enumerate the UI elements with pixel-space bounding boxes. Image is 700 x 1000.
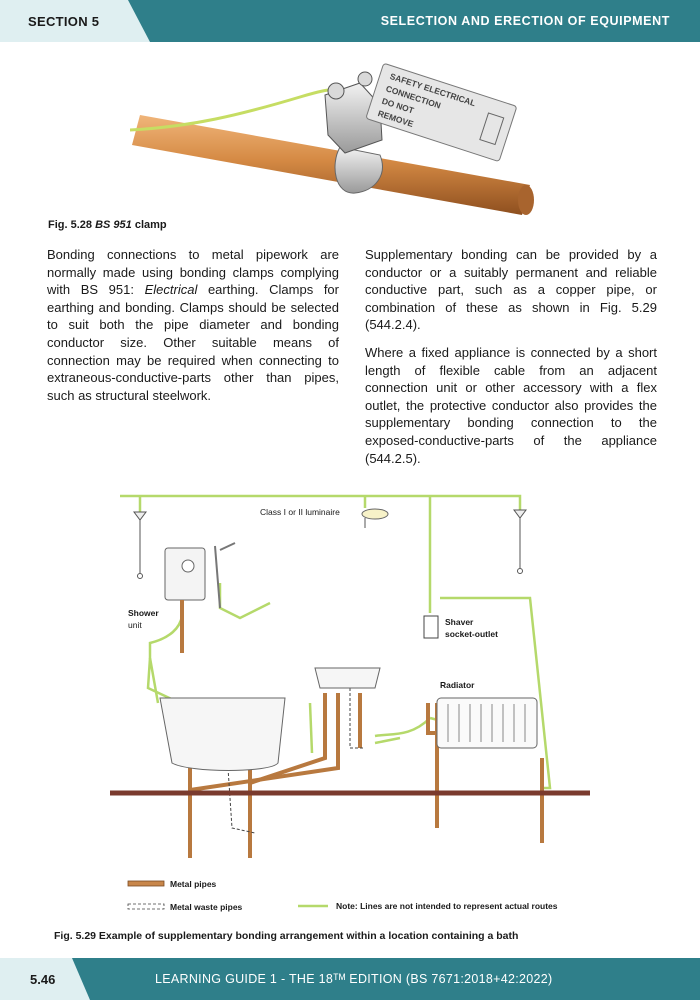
luminaire-icon [361,508,389,520]
left-text-column: Bonding connections to metal pipework ar… [47,246,339,414]
pull-switch [133,511,147,521]
legend-metal-pipe-swatch [127,880,165,887]
radiator-icon [436,697,538,749]
label-shower-unit: unit [128,620,142,630]
label-shaver: Shaver [445,617,474,627]
bath-icon [159,697,286,771]
label-shower: Shower [128,608,159,618]
earth-wire [130,87,341,132]
legend-waste-pipes: Metal waste pipes [170,902,243,912]
pull-switch [513,509,527,519]
label-shaver-socket: socket-outlet [445,629,498,639]
copper-pipe [132,115,530,215]
section-label: SECTION 5 [0,0,150,42]
clamp-band [334,146,383,194]
safety-label-tag: SAFETY ELECTRICAL CONNECTION DO NOT REMO… [366,63,517,162]
clamp-screw [357,71,373,87]
bs951-clamp-illustration: SAFETY ELECTRICAL CONNECTION DO NOT REMO… [130,63,534,215]
footer-bar [0,958,700,1000]
basin-icon [314,667,381,689]
paragraph: Where a fixed appliance is connected by … [365,344,657,466]
label-radiator: Radiator [440,680,475,690]
shower-unit-icon [164,547,206,601]
footer-title: LEARNING GUIDE 1 - THE 18ᵀᴹ EDITION (BS … [155,972,553,986]
legend-waste-pipe-swatch [127,903,165,910]
paragraph: Bonding connections to metal pipework ar… [47,247,339,403]
bathroom-bonding-diagram: Class I or II luminaire Shower unit Shav… [110,494,590,912]
pull-cords [137,510,523,579]
shaver-socket-icon [423,615,439,639]
paragraph: Supplementary bonding can be provided by… [365,247,657,333]
page-number: 5.46 [0,958,90,1000]
metal-waste-pipes [227,683,365,834]
label-luminaire: Class I or II luminaire [260,507,340,517]
clamp-screw [327,82,345,100]
pipe-end [518,185,534,215]
figure-5-29-caption: Fig. 5.29 Example of supplementary bondi… [54,930,519,942]
figure-5-28-caption: Fig. 5.28 BS 951 clamp [48,219,167,231]
legend-metal-pipes: Metal pipes [170,879,217,889]
right-text-column: Supplementary bonding can be provided by… [365,246,657,477]
radiator-fins [447,704,526,742]
page-header-title: SELECTION AND ERECTION OF EQUIPMENT [380,14,670,28]
legend-note: Note: Lines are not intended to represen… [336,901,558,911]
